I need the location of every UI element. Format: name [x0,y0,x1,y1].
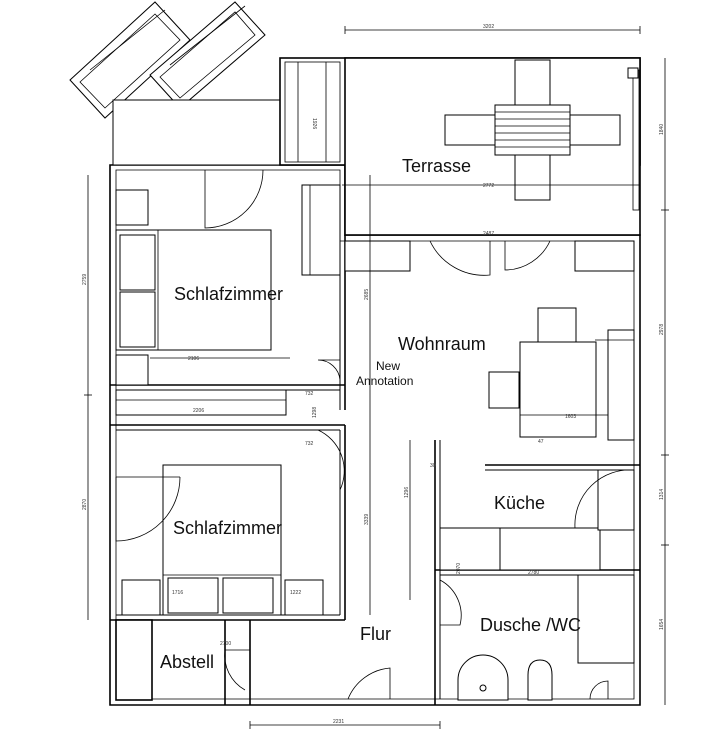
dim-bed2-left: 1716 [172,590,183,596]
dim-bottom: 2231 [333,719,344,725]
room-label-terrasse: Terrasse [402,156,471,176]
skylight-panels [69,1,281,166]
abstell-door [224,649,250,691]
dimension-lines [84,26,669,729]
dim-kitchen-wall: 2780 [528,570,539,576]
dim-wohn-table: 1603 [565,414,576,420]
dim-corridor-2: 732 [305,391,314,397]
annotation-line-2: Annotation [356,374,413,388]
annotation-line-1: New [376,359,400,373]
dim-left-upper: 2759 [82,274,88,285]
dim-top: 3202 [483,24,494,30]
dim-kitchen-h: 1296 [404,487,410,498]
dim-small-1: 30 [430,463,436,469]
bedroom-2-furniture [115,429,345,616]
dim-flur-lower: 3339 [364,514,370,525]
dim-right-terrace: 1840 [659,124,665,135]
dim-bed1-width: 2106 [188,356,199,362]
dim-corridor-3: 732 [305,441,314,447]
dimension-labels: 3202 2231 2772 1926 2487 1840 2978 1314 … [82,24,665,725]
dim-right-kitchen: 1314 [659,489,665,500]
room-label-dusche-wc: Dusche /WC [480,615,581,635]
dim-terrace-width: 2772 [483,183,494,189]
terrace [279,57,641,236]
dim-bath-h: 2070 [456,563,462,574]
dim-corridor-1: 2206 [193,408,204,414]
wohnraum-furniture [344,240,635,441]
flur-door [347,667,391,700]
dim-left-lower: 2870 [82,499,88,510]
bedroom-1-furniture [115,169,341,386]
dim-flur-height: 2685 [364,289,370,300]
dim-right-living: 2978 [659,324,665,335]
dim-wohnraum-top: 2487 [483,231,494,237]
room-label-schlafzimmer-2: Schlafzimmer [173,518,282,538]
room-label-kueche: Küche [494,493,545,513]
dim-abstell-w: 2700 [220,641,231,647]
kitchen-furniture [439,469,635,571]
room-label-flur: Flur [360,624,391,644]
bathroom-furniture [439,574,635,701]
room-label-wohnraum: Wohnraum [398,334,486,354]
dim-small-2: 47 [538,439,544,445]
room-label-abstell: Abstell [160,652,214,672]
dim-right-bath: 1654 [659,619,665,630]
room-labels: Terrasse Schlafzimmer Wohnraum Küche Sch… [160,156,581,672]
room-label-schlafzimmer-1: Schlafzimmer [174,284,283,304]
dim-terrace-height: 1926 [311,118,317,129]
dim-corridor-4: 1298 [312,407,318,418]
dim-bed2-right: 1222 [290,590,301,596]
